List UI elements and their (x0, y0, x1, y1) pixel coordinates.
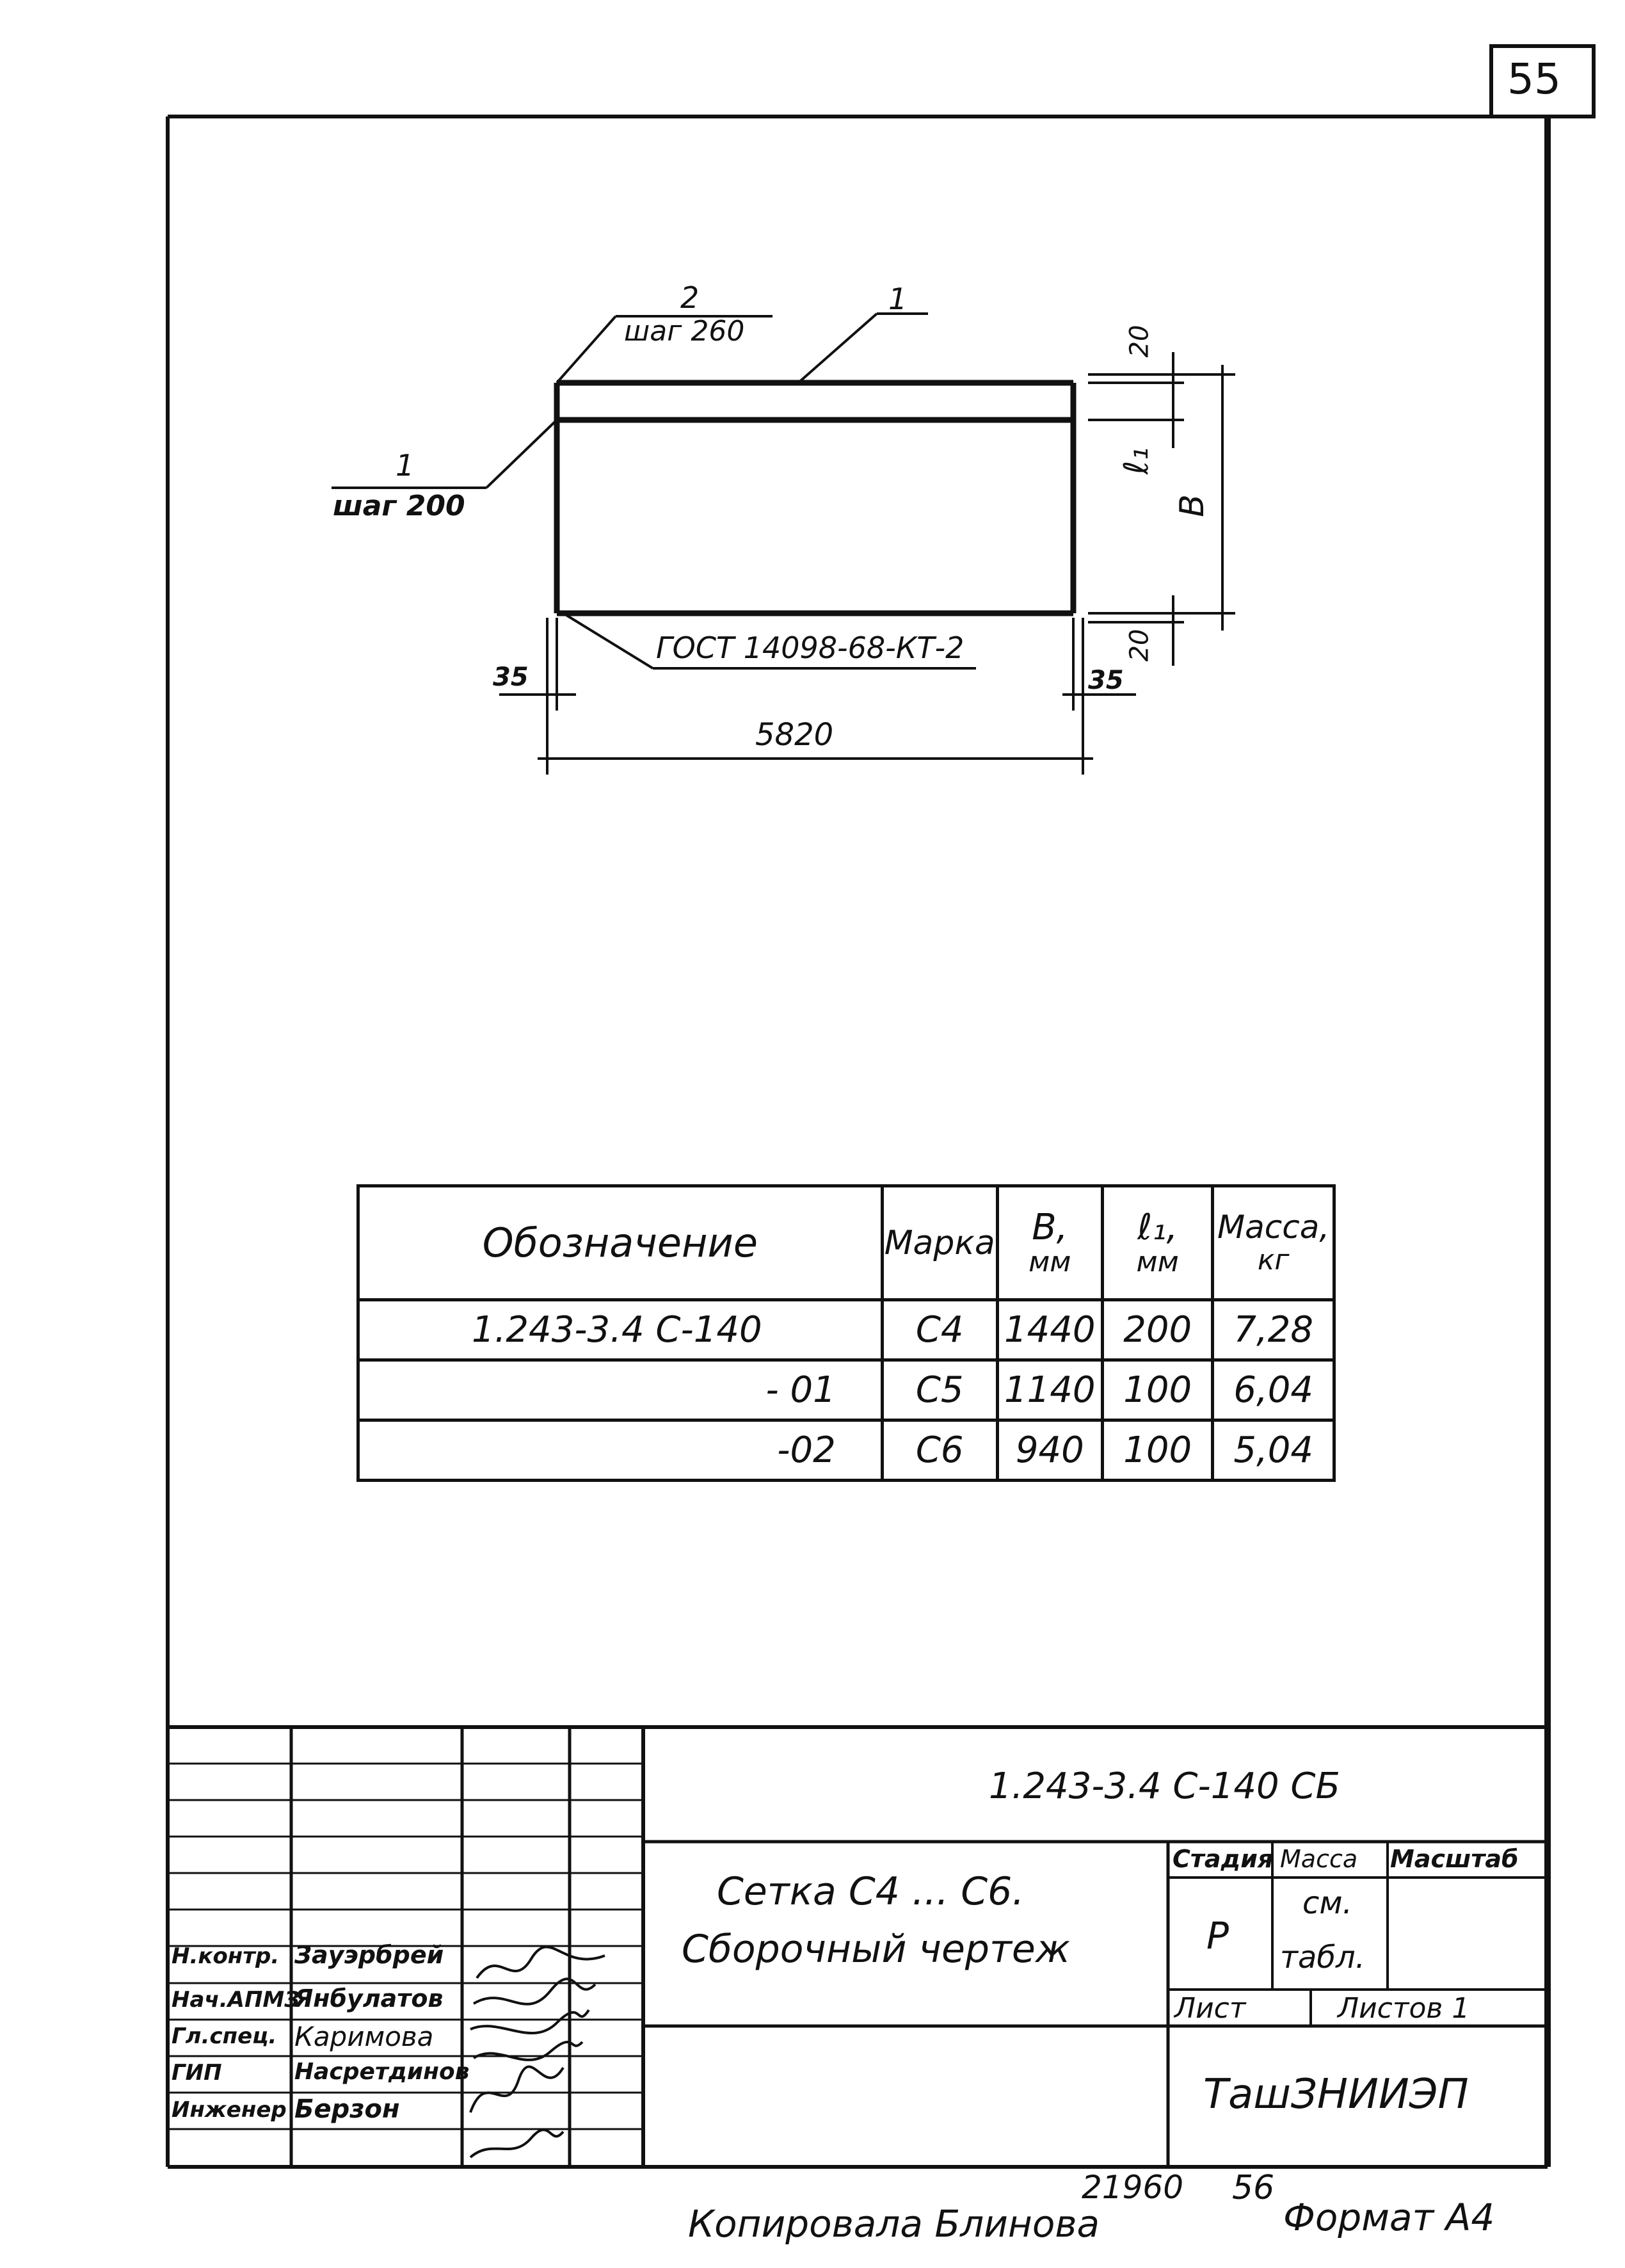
mass-value-1: см. (1302, 1885, 1352, 1921)
header-l1-unit: мм (1136, 1246, 1179, 1279)
header-mass-unit: кг (1257, 1243, 1290, 1276)
dim-top: 20 (1125, 325, 1155, 358)
signer-role: Н.контр. (172, 1943, 280, 1969)
doc-code: 1.243-3.4 С-140 СБ (989, 1765, 1340, 1807)
signer-role: Инженер (172, 2097, 287, 2123)
row-mass: 6,04 (1211, 1358, 1336, 1422)
row-l1: 100 (1100, 1358, 1215, 1422)
copy-note: Копировала Блинова (688, 2202, 1100, 2246)
signer-role: Гл.спец. (172, 2023, 277, 2049)
spec-header-row: Обозначение Марка В, мм ℓ₁, мм Масса, кг (356, 1184, 1336, 1301)
page-number: 55 (1507, 54, 1561, 104)
dim-left: 35 (493, 663, 529, 692)
row-designation: -02 (356, 1419, 884, 1482)
sheet-label: Лист (1174, 1992, 1246, 2025)
signer-role: ГИП (172, 2060, 222, 2086)
leader-2-number: 2 (680, 280, 700, 315)
dim-right: 35 (1088, 666, 1124, 695)
signer-role: Нач.АПМЗ (172, 1987, 300, 2013)
row-b: 1140 (995, 1358, 1104, 1422)
row-b: 1440 (995, 1298, 1104, 1362)
leader-1-left-step: шаг 200 (333, 490, 465, 522)
row-l1: 200 (1100, 1298, 1215, 1362)
header-b: В, мм (995, 1184, 1104, 1301)
mass-label: Масса (1280, 1845, 1358, 1873)
mass-value-2: табл. (1280, 1940, 1365, 1975)
header-b-label: В, (1032, 1206, 1068, 1248)
signatures (469, 1945, 605, 2159)
leaders (332, 312, 976, 670)
dim-b: В (1173, 494, 1212, 517)
row-designation: 1.243-3.4 С-140 (356, 1298, 884, 1362)
row-designation: - 01 (356, 1358, 884, 1422)
copy-page: 56 (1232, 2169, 1275, 2207)
leader-1-left-number: 1 (396, 448, 415, 483)
spec-table: Обозначение Марка В, мм ℓ₁, мм Масса, кг… (356, 1184, 1336, 1482)
signer-name: Каримова (294, 2021, 434, 2052)
scale-label: Масштаб (1390, 1845, 1519, 1873)
row-mark: С5 (880, 1358, 999, 1422)
header-l1-label: ℓ₁, (1137, 1206, 1178, 1248)
row-mass: 7,28 (1211, 1298, 1336, 1362)
signer-name: Янбулатов (294, 1984, 444, 2013)
organization: ТашЗНИИЭП (1203, 2071, 1469, 2118)
row-mark: С4 (880, 1298, 999, 1362)
stage-label: Стадия (1173, 1845, 1274, 1873)
title-line1: Сетка С4 ... С6. (717, 1869, 1025, 1914)
signer-name: Насретдинов (294, 2059, 470, 2085)
copy-number: 21960 (1082, 2169, 1184, 2206)
table-row: 1.243-3.4 С-140 С4 1440 200 7,28 (356, 1298, 1336, 1362)
leader-1-top-number: 1 (888, 282, 908, 316)
header-l1: ℓ₁, мм (1100, 1184, 1215, 1301)
sheets-label: Листов 1 (1338, 1992, 1470, 2025)
signer-name: Зауэрбрей (294, 1941, 444, 1969)
title-line2: Сборочный чертеж (682, 1927, 1070, 1972)
title-block-lines (168, 1725, 1548, 2167)
dimensions-horizontal (499, 618, 1136, 775)
row-b: 940 (995, 1419, 1104, 1482)
gost-note: ГОСТ 14098-68-КТ-2 (656, 631, 965, 665)
stage-value: Р (1206, 1914, 1229, 1958)
header-mass: Масса, кг (1211, 1184, 1336, 1301)
row-mark: С6 (880, 1419, 999, 1482)
header-designation: Обозначение (356, 1184, 884, 1301)
signer-name: Берзон (294, 2095, 400, 2124)
header-mass-label: Масса, (1217, 1208, 1330, 1246)
header-mark: Марка (880, 1184, 999, 1301)
dim-length: 5820 (755, 717, 834, 753)
dim-bottom: 20 (1125, 629, 1155, 662)
mesh-outline (554, 380, 1077, 616)
format-label: Формат А4 (1283, 2196, 1495, 2239)
table-row: -02 С6 940 100 5,04 (356, 1419, 1336, 1482)
leader-2-step: шаг 260 (624, 315, 745, 348)
header-b-unit: мм (1029, 1246, 1071, 1279)
row-l1: 100 (1100, 1419, 1215, 1482)
dimensions-vertical (1088, 352, 1235, 666)
row-mass: 5,04 (1211, 1419, 1336, 1482)
dim-l1: ℓ₁ (1117, 447, 1157, 475)
table-row: - 01 С5 1140 100 6,04 (356, 1358, 1336, 1422)
